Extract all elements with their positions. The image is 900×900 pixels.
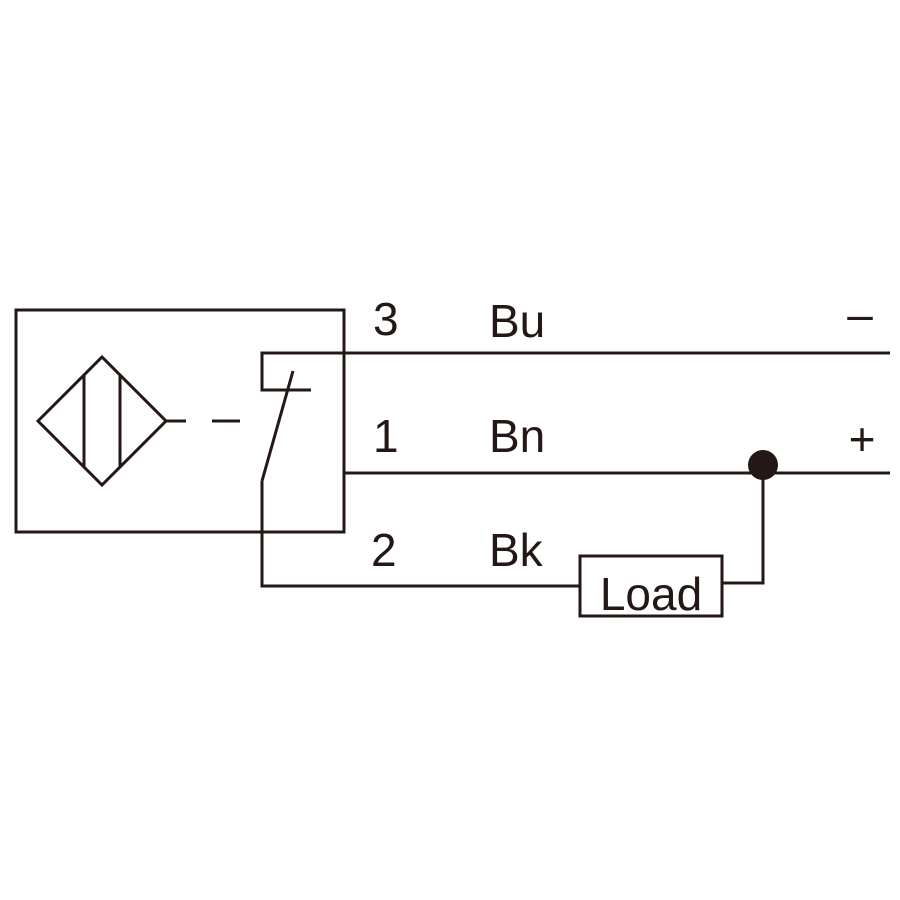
pin-number-2: 2 [371, 524, 397, 576]
wire-color-bu: Bu [489, 295, 545, 347]
switch-contact-icon [260, 351, 345, 482]
polarity-positive: + [849, 413, 876, 465]
sensor-housing [14, 308, 346, 534]
wire-color-bn: Bn [489, 410, 545, 462]
load-box [578, 554, 724, 618]
wire-color-bk: Bk [489, 524, 544, 576]
load-label: Load [600, 568, 702, 620]
wire-bk [260, 481, 580, 588]
pin-number-1: 1 [373, 410, 399, 462]
junction-dot [748, 450, 778, 480]
pin-number-3: 3 [373, 293, 399, 345]
sensing-element-icon [35, 354, 169, 488]
polarity-negative: – [847, 288, 873, 340]
load-return-wire [722, 473, 765, 585]
